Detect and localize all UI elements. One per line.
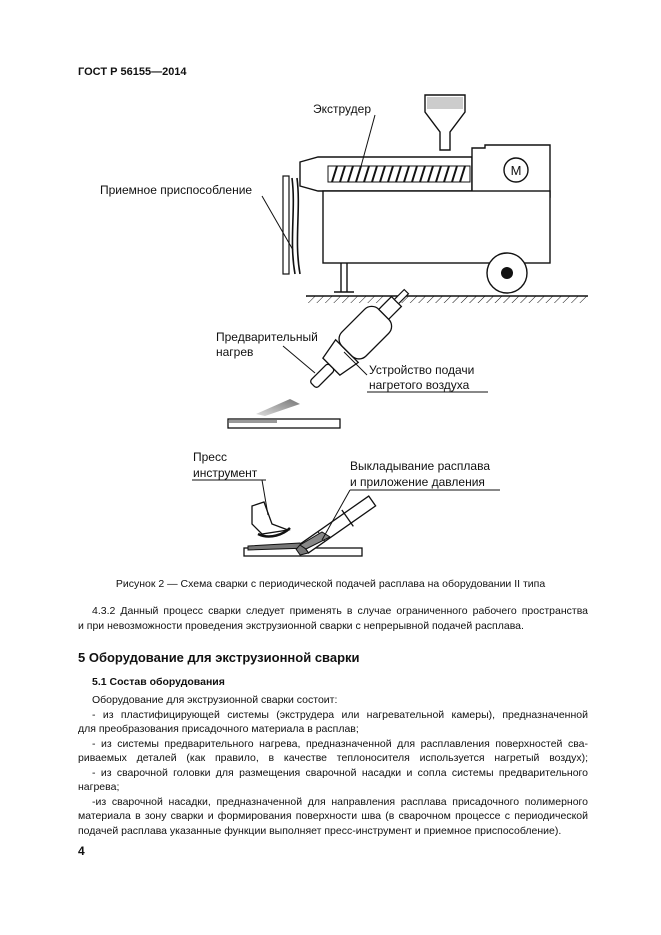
motor-label: M	[511, 163, 522, 178]
page-number: 4	[78, 844, 85, 858]
figure-caption: Рисунок 2 — Схема сварки с периодической…	[115, 578, 546, 590]
text-line: для преобразования присадочного материал…	[78, 723, 359, 735]
preheat-label-line1: Предварительный	[216, 330, 318, 344]
preheat-diagram: Предварительный нагрев Устройство подачи…	[216, 288, 488, 429]
preheat-label-line2: нагрев	[216, 345, 253, 359]
text-line: риваемых деталей (как правило, в качеств…	[78, 752, 588, 764]
text-line: - из системы предварительного нагрева, п…	[92, 737, 588, 750]
section-5-1-heading: 5.1 Состав оборудования	[92, 676, 225, 688]
paragraph-4-3-2: 4.3.2 Данный процесс сварки следует прим…	[78, 604, 588, 633]
receiving-device-label: Приемное приспособление	[100, 183, 252, 197]
section-5-heading: 5 Оборудование для экструзионной сварки	[78, 650, 360, 665]
equipment-list: Оборудование для экструзионной сварки со…	[78, 693, 588, 838]
text-line: нагрева;	[78, 781, 120, 793]
standard-header: ГОСТ Р 56155—2014	[78, 66, 187, 78]
hot-air-label-line1: Устройство подачи	[369, 363, 474, 377]
press-diagram: Пресс инструмент Выкладывание расплава и…	[192, 450, 500, 557]
extruder-label: Экструдер	[313, 102, 371, 116]
hot-air-label-line2: нагретого воздуха	[369, 378, 470, 392]
text-line: - из сварочной головки для размещения св…	[92, 766, 588, 779]
press-label-line2: инструмент	[193, 466, 258, 480]
text-line: подачей расплава указанные функции выпол…	[78, 824, 562, 837]
text-line: - из пластифицирующей системы (экструдер…	[92, 708, 588, 721]
laying-label-line1: Выкладывание расплава	[350, 459, 490, 473]
laying-label-line2: и приложение давления	[350, 475, 485, 489]
text-line: и при невозможности проведения экструзио…	[78, 619, 524, 632]
text-line: материала в зону сварки и формирования п…	[78, 810, 588, 822]
text-line: -из сварочной насадки, предназначенной д…	[92, 795, 588, 808]
press-label-line1: Пресс	[193, 450, 227, 464]
text-line: Оборудование для экструзионной сварки со…	[92, 694, 338, 706]
extruder-diagram: M Экструдер Приемное приспособление	[100, 94, 588, 303]
welding-scheme-figure: M Экструдер Приемное приспособление	[100, 94, 588, 557]
text-line: 4.3.2 Данный процесс сварки следует прим…	[92, 605, 588, 617]
